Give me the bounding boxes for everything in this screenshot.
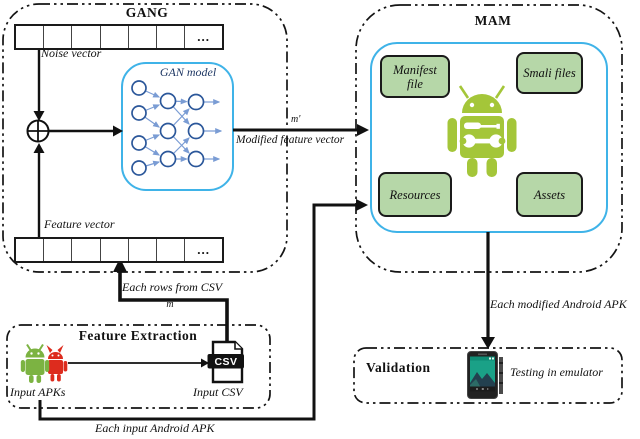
feature-extraction-title: Feature Extraction [78,328,198,343]
arrow-noise-to-xor [33,46,45,121]
mam-component-assets: Assets [516,172,583,217]
arrow-apks-to-csv [68,358,209,368]
feature-extraction-box-border [6,324,271,409]
noise-vector-label: Noise vector [41,46,102,60]
testing-in-emulator-label: Testing in emulator [510,365,603,379]
each-input-apk-label: Each input Android APK [95,421,215,435]
feature-vector-array: ... [14,237,224,263]
mam-component-smali: Smali files [516,52,583,94]
gan-model-title: GAN model [159,65,217,79]
mam-title: MAM [474,13,512,28]
input-apks-label: Input APKs [10,385,66,399]
mam-component-manifest: Manifest file [380,55,450,98]
each-rows-from-csv-label: Each rows from CSV [122,280,223,294]
mam-component-resources: Resources [378,172,452,217]
input-csv-label: Input CSV [193,385,243,399]
modified-feature-vector-label: Modified feature vector [236,134,345,146]
feature-vector-label: Feature vector [44,217,115,231]
arrow-feature-to-xor [33,143,45,237]
m-label: m [166,299,174,310]
gang-title: GANG [125,5,169,20]
feature-vector-ellipsis: ... [197,242,210,257]
gang-box-border [2,3,288,273]
android-benign-malware-icon [20,343,68,383]
csv-file-icon [207,340,244,384]
gan-network-icon [131,80,223,176]
noise-vector-array: ... [14,24,224,50]
gan-model-box [121,62,234,191]
arrow-csv-to-feature-vector [113,258,229,342]
android-robot-tools-icon [447,85,517,177]
emulator-phone-icon [467,351,503,399]
noise-vector-ellipsis: ... [197,29,210,44]
each-modified-apk-label: Each modified Android APK [490,297,627,311]
arrow-input-apk-to-mam [38,199,368,421]
validation-title: Validation [366,360,431,375]
arrow-mam-to-validation [481,232,495,349]
arrow-gan-to-mam [233,124,369,136]
mam-box-border [355,4,623,273]
m-prime-label: m' [291,114,301,125]
arrow-xor-to-gan [49,125,123,137]
xor-combiner-icon [26,119,50,143]
csv-icon-text: CSV [214,356,238,368]
